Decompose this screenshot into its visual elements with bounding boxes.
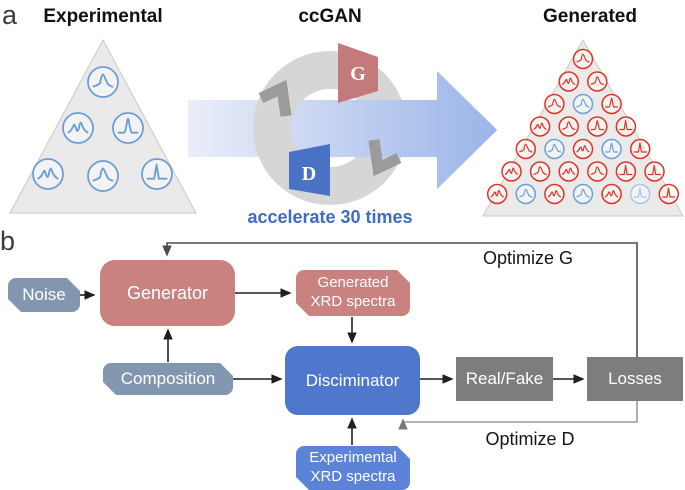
optimize-g-label: Optimize G	[482, 248, 574, 268]
realfake-label: Real/Fake	[465, 369, 544, 389]
discriminator-letter: D	[302, 163, 316, 185]
discriminator-box: Disciminator	[285, 346, 420, 415]
realfake-box: Real/Fake	[456, 357, 553, 401]
generator-pennant	[338, 43, 378, 103]
accelerate-arrow-front	[336, 71, 497, 189]
experimental-triangle	[9, 38, 197, 214]
discriminator-pennant	[289, 144, 330, 196]
generated-spectra-circles	[486, 48, 680, 205]
generator-label: Generator	[126, 282, 209, 303]
composition-box: Composition	[103, 363, 233, 395]
experimental-title: Experimental	[43, 6, 163, 27]
generated-xrd-label: Generated XRD spectra	[310, 274, 395, 312]
optimize-d-label: Optimize D	[485, 429, 575, 449]
experimental-xrd-box: Experimental XRD spectra	[296, 446, 410, 490]
experimental-xrd-line1: Experimental	[309, 449, 397, 467]
generator-letter: G	[350, 63, 366, 85]
generated-xrd-box: Generated XRD spectra	[296, 270, 410, 316]
optimize-g-loop-arrow	[162, 242, 638, 380]
accelerate-caption: accelerate 30 times	[247, 207, 413, 227]
generated-xrd-line1: Generated	[317, 274, 389, 292]
generator-box: Generator	[100, 260, 235, 326]
losses-box: Losses	[587, 357, 683, 401]
generated-xrd-line2: XRD spectra	[310, 293, 396, 310]
ccgan-title: ccGAN	[298, 6, 362, 27]
experimental-spectra-circles	[32, 66, 173, 192]
losses-label: Losses	[608, 369, 662, 389]
discriminator-label: Disciminator	[305, 370, 400, 390]
generated-title: Generated	[543, 6, 637, 27]
panel-a-label: a	[2, 0, 18, 30]
experimental-xrd-line2: XRD spectra	[310, 468, 396, 485]
noise-box: Noise	[8, 278, 80, 312]
cycle-chevron-right-icon	[368, 139, 402, 177]
composition-label: Composition	[120, 369, 216, 389]
optimize-d-loop-arrow	[398, 380, 638, 430]
cycle-chevron-left-icon	[258, 79, 292, 117]
experimental-xrd-label: Experimental XRD spectra	[309, 449, 397, 487]
panel-b-label: b	[0, 226, 16, 256]
generated-triangle	[482, 38, 684, 217]
noise-label: Noise	[22, 285, 66, 305]
